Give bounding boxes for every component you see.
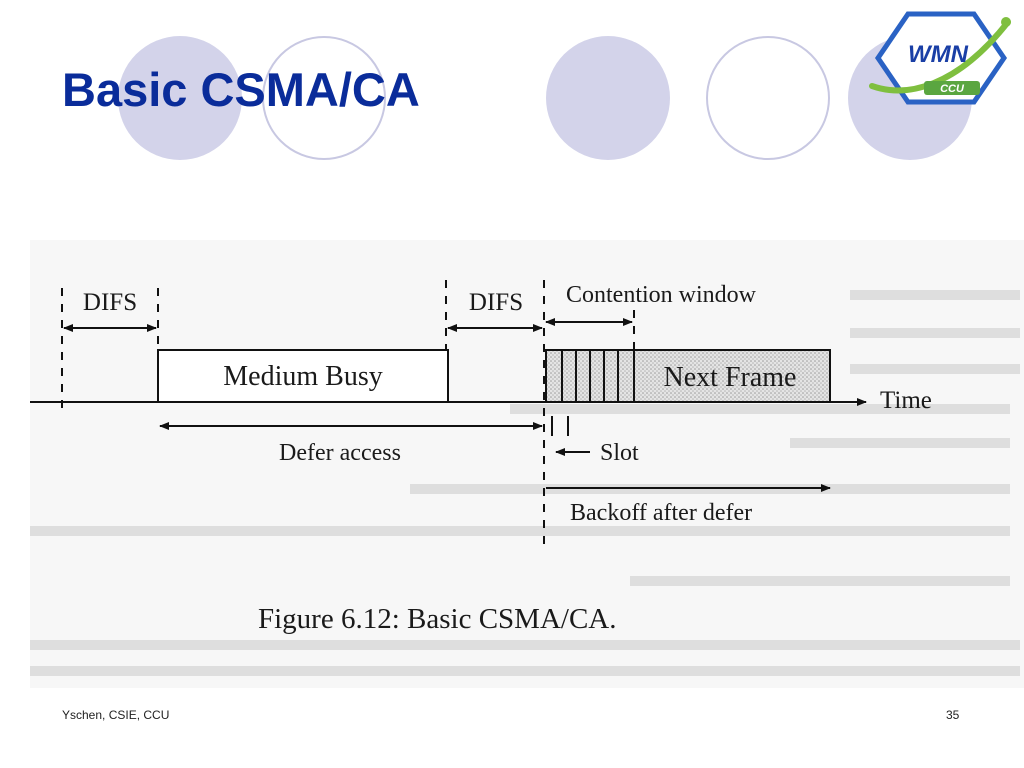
timing-diagram: DIFS DIFS Contention window Medium Busy … — [30, 280, 1020, 676]
wmn-ccu-logo: WMN CCU — [866, 8, 1016, 108]
label-contention-window: Contention window — [566, 282, 757, 308]
logo-hexagon — [874, 11, 1008, 105]
figure-caption: Figure 6.12: Basic CSMA/CA. — [258, 603, 617, 635]
logo-graphic: WMN CCU — [869, 11, 1011, 105]
csma-ca-figure: DIFS DIFS Contention window Medium Busy … — [30, 240, 1024, 688]
label-medium-busy: Medium Busy — [223, 361, 382, 392]
page-number: 35 — [946, 708, 960, 722]
slide-title: Basic CSMA/CA — [62, 63, 420, 116]
logo-wmn-text: WMN — [908, 41, 969, 68]
footer-author: Yschen, CSIE, CCU — [62, 708, 170, 722]
logo-band — [924, 81, 980, 95]
decor-circle-3 — [546, 36, 670, 160]
label-difs-left: DIFS — [83, 289, 137, 316]
label-time: Time — [880, 387, 932, 414]
label-slot: Slot — [600, 440, 639, 466]
decor-circle-4 — [706, 36, 830, 160]
label-backoff-after-defer: Backoff after defer — [570, 500, 752, 526]
label-defer-access: Defer access — [279, 440, 401, 466]
logo-ccu-text: CCU — [940, 83, 965, 95]
backoff-slots — [545, 349, 635, 403]
label-next-frame: Next Frame — [664, 362, 797, 393]
logo-swoosh-dot — [1001, 17, 1011, 27]
decor-circle-1 — [118, 36, 242, 160]
decor-circle-2 — [262, 36, 386, 160]
label-difs-right: DIFS — [469, 289, 523, 316]
next-frame-box — [633, 349, 831, 403]
medium-busy-box — [157, 349, 449, 403]
